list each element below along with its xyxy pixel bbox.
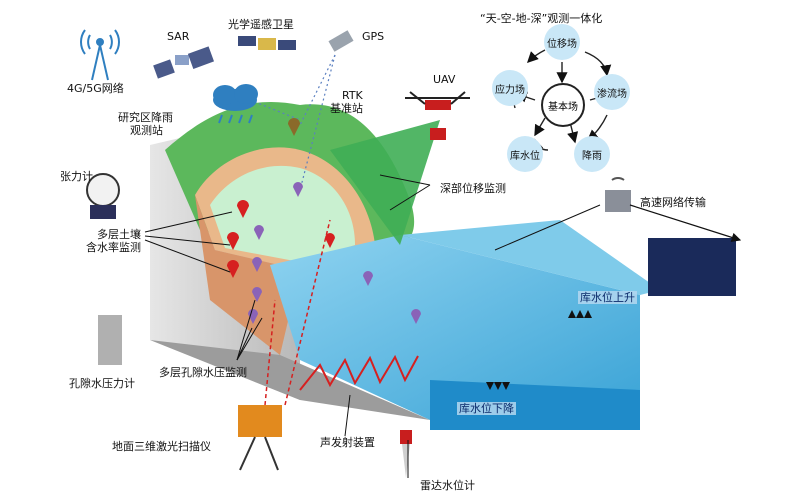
uav-label: UAV [433,73,456,86]
acoustic-signal [299,354,419,391]
tension-meter-label: 张力计 [60,170,93,183]
gps-satellite-icon [328,30,354,52]
rtk-marker [288,118,300,136]
satellite-icon [153,46,215,79]
uav-beam [330,120,440,245]
signal-tower-icon [80,29,120,81]
pore-pressure-monitor-label: 多层孔隙水压监测 [159,366,247,379]
purple-markers [248,182,421,324]
radar-level-label: 雷达水位计 [420,479,475,492]
radar-gauge-icon [400,430,412,478]
laser-line-1 [264,299,276,406]
laser-scanner-icon [238,405,282,471]
rain-link [249,99,301,121]
cycle-node-rainfall: 降雨 [574,136,610,172]
monitoring-display [648,238,736,296]
sar-label: SAR [167,30,190,43]
rtk-label-2: 基准站 [330,102,363,115]
rain-cloud-icon [213,84,258,124]
optical-satellite-label: 光学遥感卫星 [228,18,294,31]
laser-line-2 [284,219,331,406]
deep-displacement-label: 深部位移监测 [440,182,506,195]
pore-pressure-meter-label: 孔隙水压力计 [69,377,135,390]
laser-scanner-label: 地面三维激光扫描仪 [112,440,211,453]
cycle-node-stress: 应力场 [492,70,528,106]
soil-section-side [195,195,300,355]
water-fall-label: 库水位下降 [457,402,516,415]
acoustic-device-label: 声发射装置 [320,436,375,449]
network-5g-icon [605,177,631,212]
water-level-arrows [486,310,592,390]
cycle-node-water-level: 库水位 [507,136,543,172]
reservoir-water [270,235,640,420]
optical-satellite-icon [238,36,296,50]
reservoir-front [430,380,640,430]
gps-link-2 [299,54,336,191]
cycle-title: “天-空-地-深”观测一体化 [480,12,603,25]
network-label: 4G/5G网络 [67,82,124,95]
gps-label: GPS [362,30,385,43]
display-link [629,204,742,243]
red-markers [227,200,335,278]
soil-moisture-label-1: 多层土壤 [97,228,141,241]
rtk-label-1: RTK [342,89,363,102]
soil-layer-inner [210,165,355,262]
gps-link [299,54,336,126]
rain-station-label-2: 观测站 [130,124,163,137]
water-rise-label: 库水位上升 [578,291,637,304]
high-speed-network-label: 高速网络传输 [640,196,706,209]
cycle-center-node: 基本场 [541,83,585,127]
label-leader-lines [144,174,601,478]
cycle-node-displacement: 位移场 [544,24,580,60]
pore-pressure-meter-icon [98,315,122,365]
reservoir-sea-top [400,220,660,295]
cycle-node-seepage: 渗流场 [594,74,630,110]
drone-icon [405,91,470,140]
rock-front [150,340,430,420]
soil-moisture-label-2: 含水率监测 [86,241,141,254]
tension-gauge-icon [86,173,120,219]
rain-station-label-1: 研究区降雨 [118,111,173,124]
